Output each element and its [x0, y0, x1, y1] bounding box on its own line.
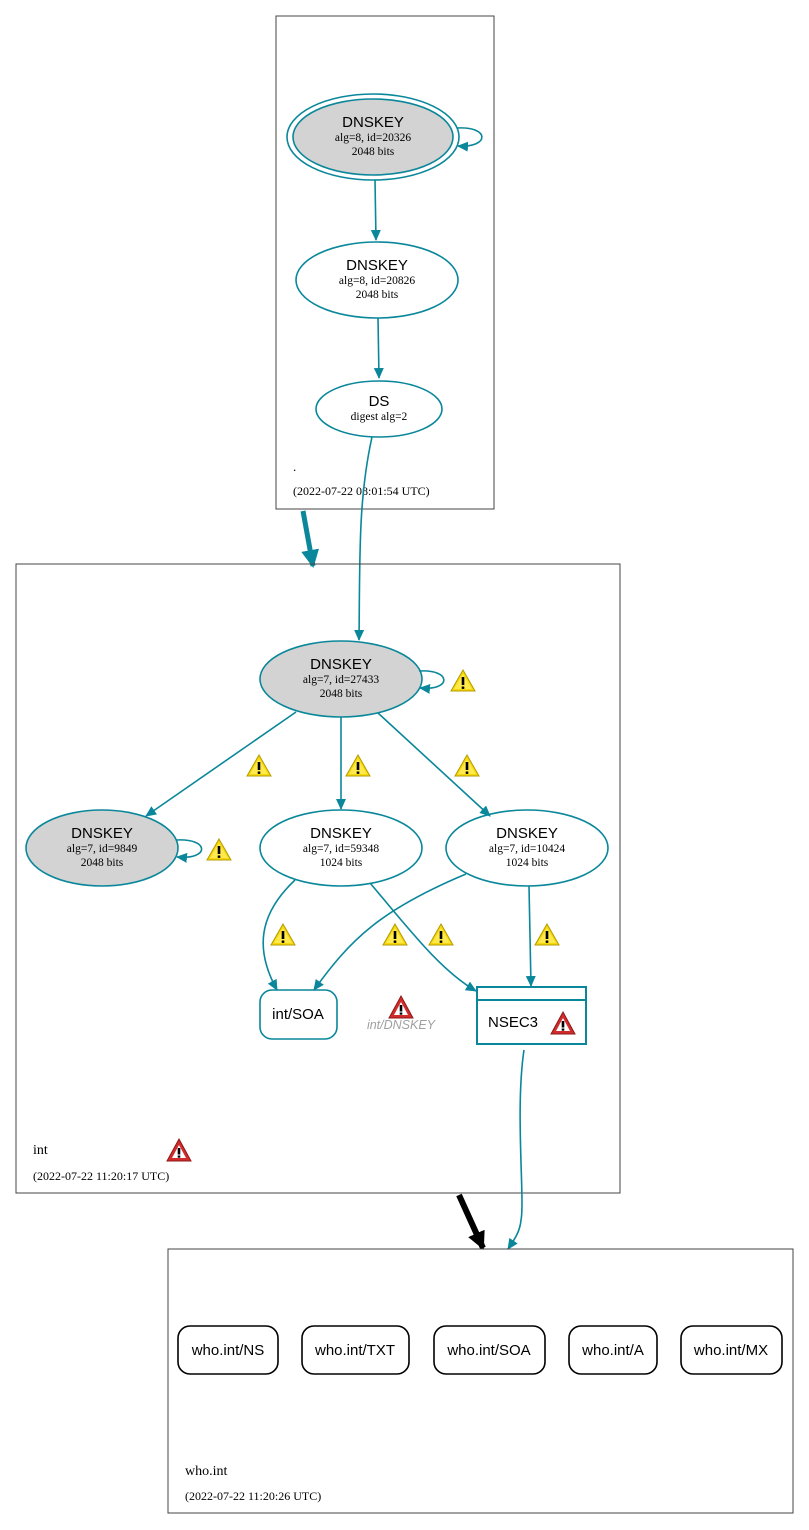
who-ns-node[interactable]: who.int/NS — [177, 1325, 279, 1375]
zone-root-name: . — [293, 459, 296, 474]
who-soa-label: who.int/SOA — [446, 1342, 530, 1359]
root-ksk-alg: alg=8, id=20326 — [335, 132, 411, 144]
int-dnskey-rrset-error-icon — [388, 995, 414, 1019]
edge-int-ksk-to-9849-warning-icon — [246, 754, 272, 777]
edge-59348-to-nsec3-warning-icon — [428, 923, 454, 946]
int-ksk-alg: alg=7, id=27433 — [303, 674, 379, 686]
int-k9849-self-edge — [175, 839, 203, 863]
edge-nsec3-to-who-zone — [507, 1049, 525, 1250]
zone-int-timestamp: (2022-07-22 11:20:17 UTC) — [33, 1169, 169, 1183]
int-k10424-title: DNSKEY — [496, 825, 558, 842]
int-k9849-title: DNSKEY — [71, 825, 133, 842]
edge-59348-to-soa — [262, 879, 296, 991]
int-k9849-self-warning-icon — [206, 838, 232, 861]
who-ns-label: who.int/NS — [191, 1342, 265, 1359]
root-ksk-bits: 2048 bits — [352, 146, 395, 158]
edge-root-ksk-to-zsk — [370, 179, 381, 241]
int-ksk-bits: 2048 bits — [320, 688, 363, 700]
int-k59348-title: DNSKEY — [310, 825, 372, 842]
int-soa-node[interactable]: int/SOA — [259, 989, 338, 1040]
root-ksk-title: DNSKEY — [342, 114, 404, 131]
who-soa-node[interactable]: who.int/SOA — [433, 1325, 546, 1375]
int-k10424-bits: 1024 bits — [506, 857, 549, 869]
who-a-label: who.int/A — [581, 1342, 644, 1359]
int-dnskey-59348-node[interactable]: DNSKEY alg=7, id=59348 1024 bits — [259, 809, 423, 887]
root-zsk-title: DNSKEY — [346, 257, 408, 274]
zone-root: . (2022-07-22 08:01:54 UTC) — [275, 15, 495, 510]
edge-10424-to-nsec3 — [525, 885, 536, 987]
edge-10424-to-nsec3-warning-icon — [534, 923, 560, 946]
edge-int-ksk-to-10424-warning-icon — [454, 754, 480, 777]
int-k59348-alg: alg=7, id=59348 — [303, 843, 379, 855]
zone-who-name: who.int — [185, 1464, 228, 1479]
root-zsk-bits: 2048 bits — [356, 289, 399, 301]
who-txt-node[interactable]: who.int/TXT — [301, 1325, 410, 1375]
root-ds-node[interactable]: DS digest alg=2 — [315, 380, 443, 438]
int-k9849-bits: 2048 bits — [81, 857, 124, 869]
zone-int-error-icon — [166, 1138, 192, 1162]
who-txt-label: who.int/TXT — [314, 1342, 395, 1359]
edge-ds-to-int-ksk — [354, 436, 373, 641]
int-dnskey-rrset-node[interactable]: int/DNSKEY — [367, 995, 437, 1032]
zone-who-timestamp: (2022-07-22 11:20:26 UTC) — [185, 1489, 321, 1503]
edge-10424-to-soa — [313, 873, 467, 991]
int-ksk-title: DNSKEY — [310, 656, 372, 673]
who-a-node[interactable]: who.int/A — [568, 1325, 658, 1375]
who-mx-label: who.int/MX — [693, 1342, 768, 1359]
int-k10424-alg: alg=7, id=10424 — [489, 843, 565, 855]
edge-59348-to-nsec3 — [369, 882, 477, 992]
edge-10424-to-soa-warning-icon — [382, 923, 408, 946]
zone-root-border — [275, 15, 495, 510]
zone-who-border — [167, 1248, 794, 1514]
int-nsec3-node[interactable]: NSEC3 — [476, 986, 587, 1045]
zone-int-name: int — [33, 1143, 48, 1158]
int-nsec3-label: NSEC3 — [488, 1014, 538, 1031]
root-dnskey-ksk-node[interactable]: DNSKEY alg=8, id=20326 2048 bits — [286, 93, 460, 181]
edge-root-zsk-to-ds — [373, 317, 384, 379]
root-dnskey-zsk-node[interactable]: DNSKEY alg=8, id=20826 2048 bits — [295, 241, 459, 319]
int-dnskey-9849-node[interactable]: DNSKEY alg=7, id=9849 2048 bits — [25, 809, 179, 887]
zone-root-timestamp: (2022-07-22 08:01:54 UTC) — [293, 484, 430, 498]
int-dnskey-rrset-label: int/DNSKEY — [367, 1018, 437, 1032]
root-ksk-self-edge — [456, 127, 483, 152]
zone-int-border — [15, 563, 621, 1194]
delegation-root-to-int — [300, 510, 319, 568]
zone-who: who.int (2022-07-22 11:20:26 UTC) — [167, 1248, 794, 1514]
int-k59348-bits: 1024 bits — [320, 857, 363, 869]
int-ksk-self-edge — [418, 670, 445, 694]
int-ksk-self-warning-icon — [450, 669, 476, 692]
int-k9849-alg: alg=7, id=9849 — [67, 843, 138, 855]
int-dnskey-ksk-node[interactable]: DNSKEY alg=7, id=27433 2048 bits — [259, 640, 423, 718]
root-zsk-alg: alg=8, id=20826 — [339, 275, 415, 287]
edge-59348-to-soa-warning-icon — [270, 923, 296, 946]
int-dnskey-10424-node[interactable]: DNSKEY alg=7, id=10424 1024 bits — [445, 809, 609, 887]
edge-int-ksk-to-9849 — [145, 711, 297, 817]
zone-int: int (2022-07-22 11:20:17 UTC) — [15, 563, 621, 1194]
edge-int-ksk-to-10424 — [377, 712, 491, 817]
root-ds-title: DS — [369, 393, 390, 410]
who-mx-node[interactable]: who.int/MX — [680, 1325, 783, 1375]
int-soa-label: int/SOA — [272, 1006, 324, 1023]
edge-int-ksk-to-59348-warning-icon — [345, 754, 371, 777]
delegation-int-to-who — [456, 1193, 486, 1250]
root-ds-digest: digest alg=2 — [351, 411, 408, 423]
